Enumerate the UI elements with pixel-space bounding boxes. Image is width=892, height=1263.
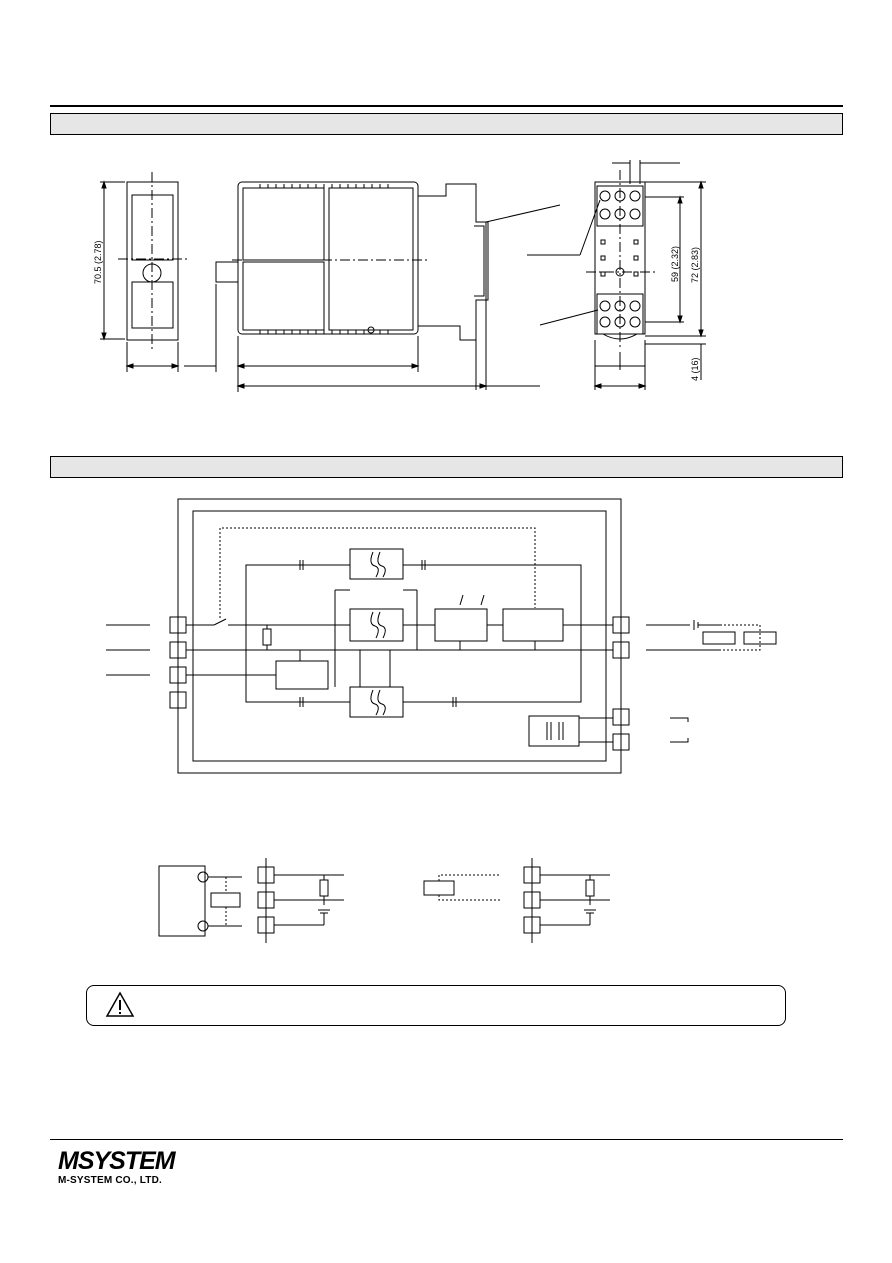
wiring-example-right	[423, 858, 610, 943]
bottom-rule	[50, 1139, 843, 1140]
wiring-example-left	[158, 858, 344, 943]
section-header-schematic	[50, 456, 843, 478]
warning-triangle-icon	[105, 991, 135, 1017]
section-header-dimensions	[50, 113, 843, 135]
company-name: M-SYSTEM CO., LTD.	[58, 1175, 162, 1186]
dim-label-59: 59 (2.32)	[670, 246, 680, 282]
dim-label-front-height: 70.5 (2.78)	[93, 240, 103, 284]
warning-box	[86, 985, 786, 1026]
rear-view	[527, 160, 706, 390]
side-view	[184, 181, 561, 392]
logo-wordmark: MSYSTEM	[58, 1147, 176, 1175]
dim-label-72: 72 (2.83)	[690, 247, 700, 283]
dim-label-4: 4 (16)	[690, 357, 700, 381]
block-diagram	[106, 498, 777, 774]
top-rule	[50, 105, 843, 107]
company-logo: MSYSTEM M-SYSTEM CO., LTD.	[58, 1147, 176, 1187]
front-view	[100, 172, 188, 372]
